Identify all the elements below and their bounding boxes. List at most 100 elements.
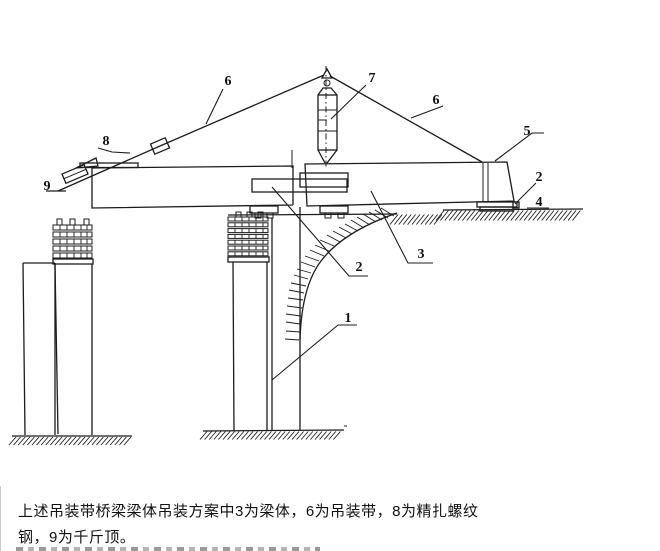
callout-3-label: 3 bbox=[418, 247, 425, 262]
hoist-eye bbox=[323, 79, 331, 87]
pad-right-foot2 bbox=[337, 212, 345, 219]
callout-leaders bbox=[97, 84, 549, 381]
stack-bar bbox=[227, 251, 269, 257]
hatch-stroke bbox=[389, 214, 399, 225]
hatch-stroke bbox=[319, 431, 327, 440]
hatch-stroke bbox=[368, 211, 383, 221]
hatch-stroke bbox=[22, 436, 31, 446]
hatch-stroke bbox=[362, 213, 377, 223]
hoist-body bbox=[317, 94, 338, 151]
left-girder-outline bbox=[91, 165, 294, 209]
hatch-stroke bbox=[304, 255, 320, 262]
left-stack-tab1 bbox=[56, 218, 63, 226]
hatch-stroke bbox=[457, 210, 467, 221]
caption-line-1: 上述吊装带桥梁梁体吊装方案中3为梁体，6为吊装带，8为精扎螺纹 bbox=[18, 503, 479, 520]
hatch-stroke bbox=[350, 219, 365, 229]
left-pier bbox=[22, 218, 94, 436]
hatch-stroke bbox=[300, 431, 309, 440]
hatch-stroke bbox=[208, 431, 217, 440]
hatch-stroke bbox=[453, 210, 462, 221]
hatch-stroke bbox=[497, 210, 506, 221]
hatch-stroke bbox=[444, 210, 454, 221]
left-pier-back-column bbox=[22, 262, 56, 436]
hatch-stroke bbox=[285, 313, 302, 317]
hatch-stroke bbox=[380, 207, 395, 217]
hatch-stroke bbox=[338, 226, 353, 235]
hatch-stroke bbox=[277, 431, 286, 440]
cutoff-text-artifact bbox=[16, 547, 320, 551]
pad-left-foot2 bbox=[266, 212, 274, 219]
hatch-stroke bbox=[82, 436, 90, 446]
hatch-stroke bbox=[411, 214, 421, 225]
stack-bar bbox=[52, 238, 93, 245]
callout-8-label: 8 bbox=[103, 134, 110, 149]
leader-3 bbox=[370, 190, 433, 264]
hatch-stroke bbox=[284, 338, 300, 341]
hatch-stroke bbox=[532, 210, 542, 221]
hatch-stroke bbox=[402, 214, 412, 225]
hatch-stroke bbox=[218, 431, 226, 440]
hoist-top-chamfer bbox=[317, 87, 338, 96]
hatch-stroke bbox=[554, 210, 564, 221]
hatch-stroke bbox=[287, 431, 295, 440]
hatch-stroke bbox=[541, 210, 550, 221]
callout-1-label: 1 bbox=[345, 311, 352, 326]
hatch-stroke bbox=[114, 436, 123, 446]
hatch-stroke bbox=[567, 210, 577, 221]
hatch-stroke bbox=[231, 431, 240, 440]
hatch-stroke bbox=[470, 210, 480, 221]
callout-2-center-label: 2 bbox=[356, 260, 363, 275]
hoisted-girder bbox=[251, 161, 520, 212]
stack-bar bbox=[52, 245, 93, 252]
left-stack-bars bbox=[52, 224, 93, 259]
hatch-stroke bbox=[213, 431, 222, 440]
hatch-stroke bbox=[501, 210, 511, 221]
stack-bar bbox=[227, 222, 269, 228]
pad-left bbox=[249, 205, 279, 214]
hatch-stroke bbox=[433, 214, 443, 225]
hatch-stroke bbox=[528, 210, 537, 221]
caption-line-2: 钢，9为千斤顶。 bbox=[18, 529, 136, 546]
hatch-stroke bbox=[429, 214, 438, 225]
stack-bar bbox=[227, 233, 269, 239]
hatch-stroke bbox=[310, 431, 318, 440]
hatch-stroke bbox=[558, 210, 568, 221]
left-stack-tab3 bbox=[83, 218, 90, 226]
stack-bar bbox=[227, 216, 269, 222]
hatch-stroke bbox=[31, 436, 40, 446]
hatch-stroke bbox=[259, 431, 268, 440]
left-stack-tab2 bbox=[69, 218, 76, 226]
right-stack-bars bbox=[227, 216, 269, 257]
callout-6-right-label: 6 bbox=[433, 93, 440, 108]
hatch-stroke bbox=[222, 431, 231, 440]
right-ground-line bbox=[442, 208, 584, 211]
right-pier-front-column bbox=[232, 261, 268, 432]
hatch-stroke bbox=[264, 431, 272, 440]
hatch-stroke bbox=[73, 436, 81, 446]
hatch-stroke bbox=[424, 214, 434, 225]
hatch-stroke bbox=[50, 436, 58, 446]
hatch-stroke bbox=[309, 249, 325, 257]
hatch-stroke bbox=[273, 431, 281, 440]
hatch-stroke bbox=[54, 436, 63, 446]
hatch-stroke bbox=[100, 436, 109, 446]
hatch-stroke bbox=[204, 431, 212, 440]
callout-4-label: 4 bbox=[536, 195, 543, 210]
stack-bar bbox=[52, 231, 93, 238]
hatch-stroke bbox=[475, 210, 484, 221]
hatch-stroke bbox=[241, 431, 249, 440]
hatch-stroke bbox=[398, 214, 408, 225]
hatch-stroke bbox=[332, 230, 347, 239]
hatch-stroke bbox=[374, 209, 389, 219]
hatch-stroke bbox=[356, 216, 371, 226]
hatch-stroke bbox=[17, 436, 26, 446]
ground-hatching bbox=[8, 207, 581, 446]
hatch-stroke bbox=[420, 214, 430, 225]
hatch-stroke bbox=[36, 436, 44, 446]
left-border-artifact bbox=[0, 486, 1, 551]
hatch-stroke bbox=[8, 436, 17, 446]
hatch-stroke bbox=[59, 436, 67, 446]
callout-2-right-label: 2 bbox=[536, 170, 543, 185]
hatch-stroke bbox=[536, 210, 546, 221]
hatch-stroke bbox=[86, 436, 95, 446]
